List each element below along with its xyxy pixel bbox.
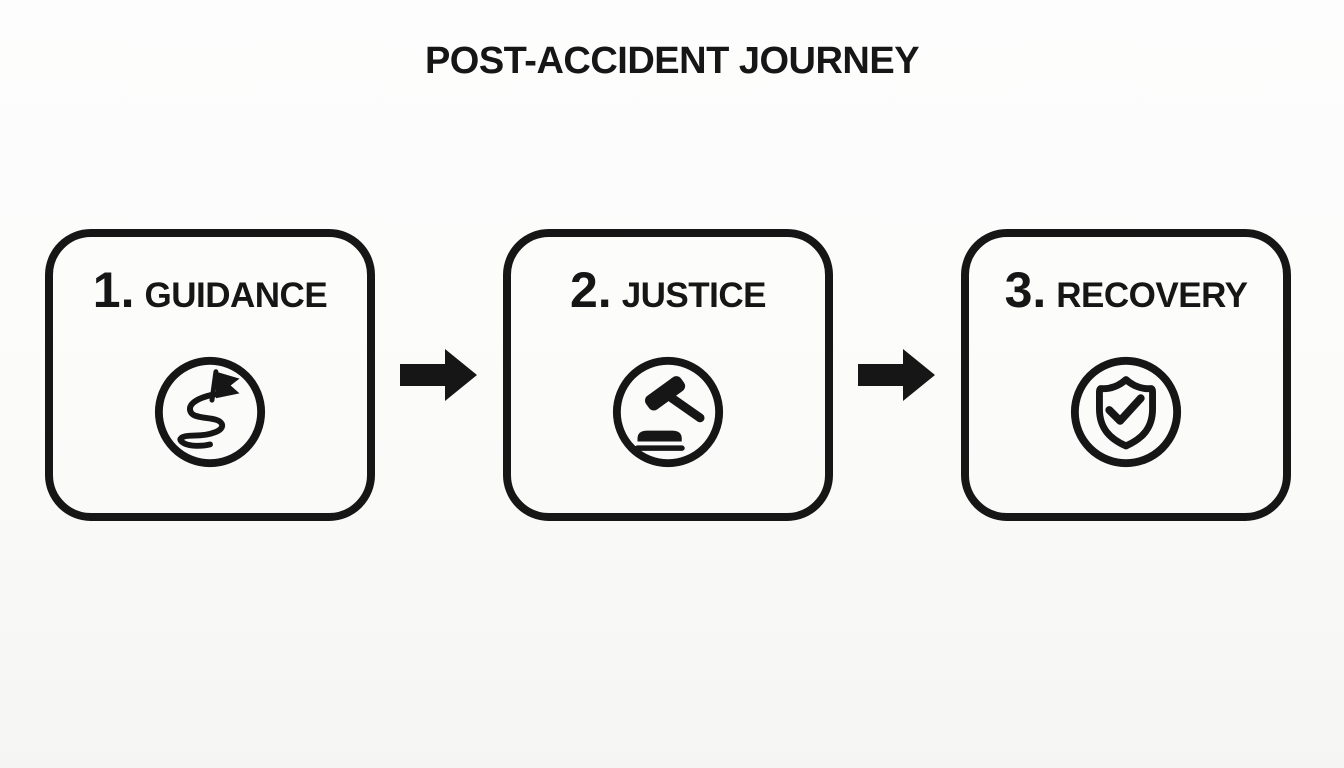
page-title: POST-ACCIDENT JOURNEY	[424, 40, 920, 82]
shield-check-icon	[1067, 353, 1185, 471]
step-heading: 1. GUIDANCE	[92, 262, 328, 318]
steps-row: 1. GUIDANCE 2. JUSTICE	[45, 229, 1291, 521]
step-card-justice: 2. JUSTICE	[503, 229, 833, 521]
step-label: RECOVERY	[1056, 276, 1248, 315]
winding-path-flag-icon	[151, 353, 269, 471]
step-number: 2.	[569, 262, 612, 318]
step-label: JUSTICE	[621, 276, 767, 315]
arrow-right-icon	[375, 229, 503, 521]
gavel-icon	[609, 353, 727, 471]
arrow-right-icon	[833, 229, 961, 521]
step-heading: 2. JUSTICE	[569, 262, 767, 318]
step-number: 1.	[92, 262, 135, 318]
step-card-guidance: 1. GUIDANCE	[45, 229, 375, 521]
step-heading: 3. RECOVERY	[1005, 265, 1248, 315]
step-card-recovery: 3. RECOVERY	[961, 229, 1291, 521]
step-number: 3.	[1004, 262, 1047, 318]
step-label: GUIDANCE	[144, 276, 328, 315]
